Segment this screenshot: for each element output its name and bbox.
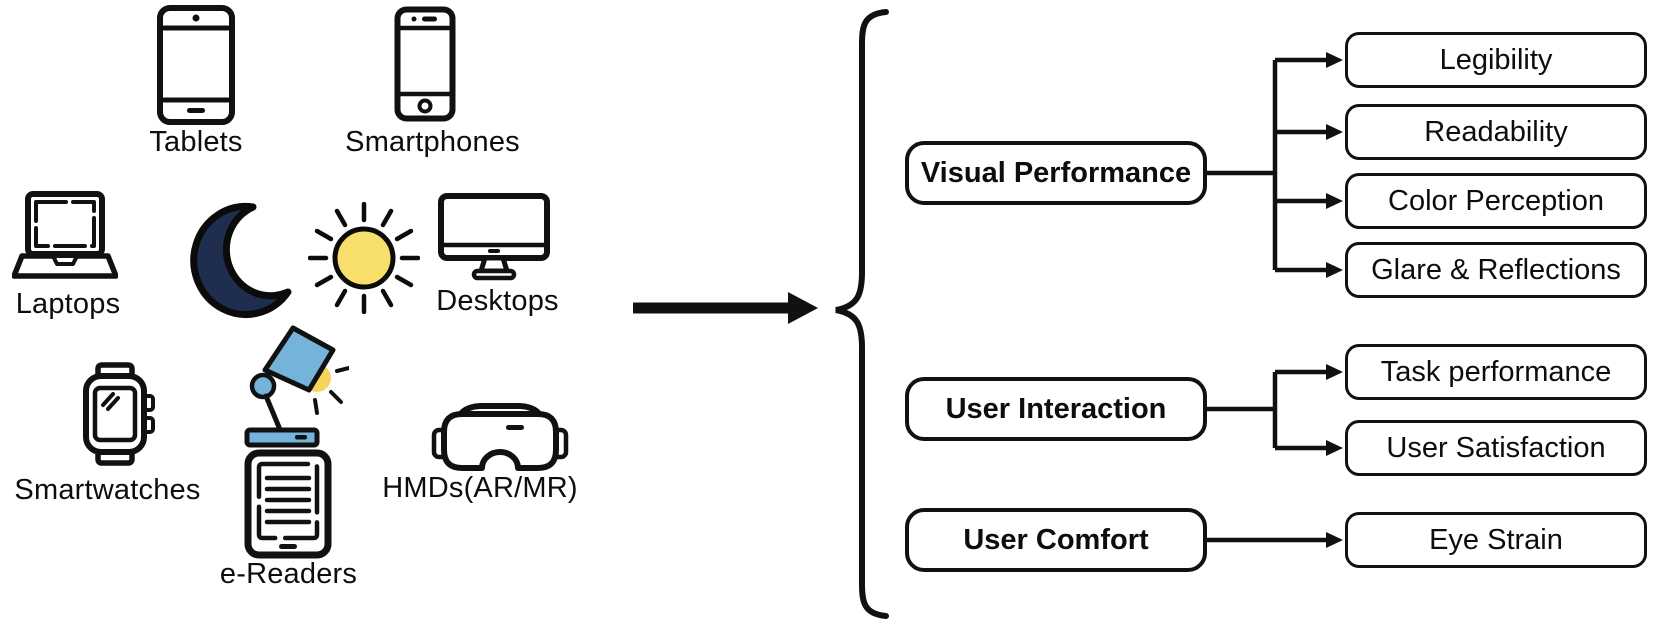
- leaf-eye-strain: Eye Strain: [1345, 512, 1647, 568]
- hmd-label: HMDs(AR/MR): [382, 472, 578, 504]
- leaf-task-performance: Task performance: [1345, 344, 1647, 400]
- lamp-shade: [262, 325, 336, 393]
- leaf-color-perception: Color Perception: [1345, 173, 1647, 229]
- category-user-interaction: User Interaction: [905, 377, 1207, 441]
- leaf-legibility: Legibility: [1345, 32, 1647, 88]
- ereader-icon: [243, 448, 333, 560]
- leaf-readability: Readability: [1345, 104, 1647, 160]
- desktop-icon: [438, 193, 550, 285]
- hmd-icon: [430, 398, 570, 478]
- laptop-label: Laptops: [15, 288, 121, 320]
- leaf-user-satisfaction: User Satisfaction: [1345, 420, 1647, 476]
- visual-performance-connectors: [1207, 57, 1328, 273]
- tablet-icon: [156, 4, 236, 126]
- sun-icon: [308, 202, 420, 314]
- laptop-icon: [12, 190, 118, 288]
- moon-icon: [185, 200, 295, 320]
- sun-disc: [335, 229, 393, 287]
- curly-brace: [835, 9, 889, 619]
- category-user-comfort: User Comfort: [905, 508, 1207, 572]
- ereader-label: e-Readers: [219, 558, 358, 590]
- smartphone-label: Smartphones: [345, 126, 520, 158]
- smartphone-icon: [394, 6, 456, 122]
- desk-lamp-icon: [225, 316, 349, 454]
- main-arrow: [633, 292, 818, 324]
- leaf-glare-reflections: Glare & Reflections: [1345, 242, 1647, 298]
- lamp-base: [247, 430, 317, 445]
- smartwatch-icon: [68, 362, 164, 466]
- smartwatch-label: Smartwatches: [14, 474, 201, 506]
- tablet-label: Tablets: [149, 126, 243, 158]
- lamp-joint: [252, 375, 274, 397]
- category-visual-performance: Visual Performance: [905, 141, 1207, 205]
- desktop-label: Desktops: [436, 285, 559, 317]
- moon-shape: [194, 206, 288, 314]
- user-interaction-connectors: [1207, 369, 1328, 451]
